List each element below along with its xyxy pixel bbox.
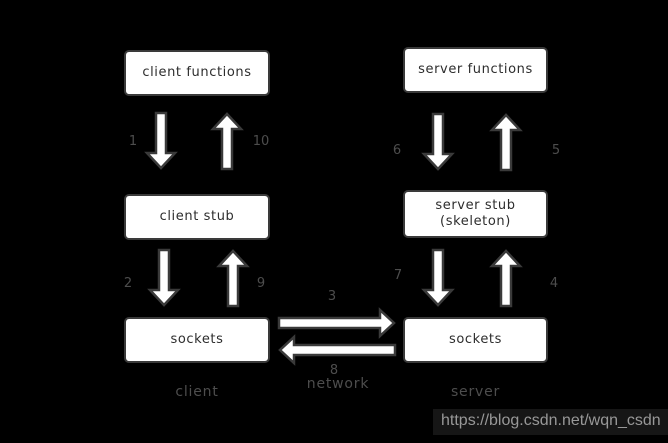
node-sockets-server: sockets xyxy=(403,317,548,363)
watermark-url: https://blog.csdn.net/wqn_csdn xyxy=(433,409,668,435)
node-sockets-server-label: sockets xyxy=(448,331,502,347)
arrow-step-2-down-icon xyxy=(147,248,181,307)
group-label-server: server xyxy=(450,384,501,400)
node-client-stub-label: client stub xyxy=(159,208,235,224)
step-label-4: 4 xyxy=(549,276,559,291)
step-label-7: 7 xyxy=(393,268,403,283)
node-server-stub-label-line2: (skeleton) xyxy=(440,214,511,229)
step-label-1: 1 xyxy=(128,134,138,149)
node-client-stub: client stub xyxy=(124,194,270,240)
group-label-client: client xyxy=(175,384,219,400)
arrow-step-5-up-icon xyxy=(489,113,523,172)
step-label-10: 10 xyxy=(252,134,270,149)
node-sockets-client-label: sockets xyxy=(170,331,224,347)
arrow-step-8-left-icon xyxy=(278,334,397,366)
node-sockets-client: sockets xyxy=(124,317,270,363)
step-label-3: 3 xyxy=(327,289,337,304)
step-label-6: 6 xyxy=(392,143,402,158)
arrow-step-3-right-icon xyxy=(277,307,396,339)
node-client-functions: client functions xyxy=(124,50,270,96)
arrow-step-7-down-icon xyxy=(421,248,455,307)
node-server-stub-label-line1: server stub xyxy=(435,197,516,213)
group-label-network: network xyxy=(306,376,370,392)
arrow-step-4-up-icon xyxy=(489,249,523,308)
arrow-step-6-down-icon xyxy=(421,112,455,171)
arrow-step-9-up-icon xyxy=(216,249,250,308)
node-server-functions: server functions xyxy=(403,47,548,93)
step-label-2: 2 xyxy=(123,276,133,291)
step-label-9: 9 xyxy=(256,276,266,291)
arrow-step-10-up-icon xyxy=(210,112,244,171)
step-label-5: 5 xyxy=(551,143,561,158)
arrow-step-1-down-icon xyxy=(144,111,178,170)
node-client-functions-label: client functions xyxy=(142,64,252,80)
node-server-stub: server stub (skeleton) xyxy=(403,190,548,238)
step-label-8: 8 xyxy=(329,363,339,378)
node-server-functions-label: server functions xyxy=(418,61,533,77)
